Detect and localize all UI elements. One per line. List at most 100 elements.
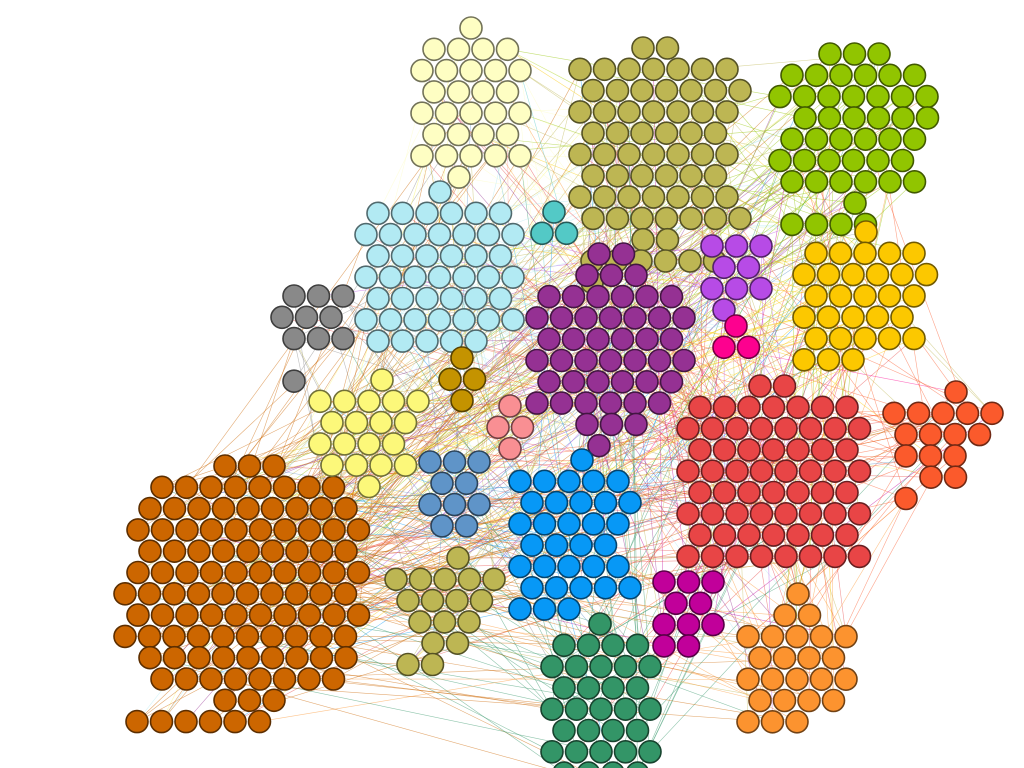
- network-node: [894, 444, 918, 468]
- network-node: [467, 450, 491, 474]
- network-node: [943, 465, 968, 490]
- network-node: [557, 554, 581, 579]
- network-node: [575, 263, 599, 288]
- network-node: [508, 597, 532, 621]
- network-node: [701, 612, 725, 637]
- network-node: [452, 222, 476, 247]
- network-node: [712, 395, 737, 420]
- network-node: [823, 501, 847, 526]
- network-node: [626, 761, 649, 768]
- network-node: [943, 422, 967, 447]
- network-node: [483, 101, 508, 125]
- network-edge: [210, 534, 823, 722]
- network-node: [378, 307, 403, 332]
- network-node: [568, 142, 592, 167]
- network-node: [601, 633, 625, 658]
- network-node: [617, 142, 641, 167]
- network-node: [366, 201, 390, 226]
- community-steelblue: [418, 450, 491, 538]
- network-node: [821, 646, 846, 670]
- network-node: [798, 416, 823, 441]
- network-node: [785, 709, 809, 734]
- network-node: [581, 469, 606, 494]
- network-node: [462, 367, 487, 392]
- network-node: [224, 518, 248, 542]
- network-node: [297, 560, 322, 585]
- network-node: [786, 395, 810, 420]
- network-node: [322, 603, 346, 627]
- network-node: [792, 347, 816, 372]
- network-edge: [699, 197, 703, 536]
- network-node: [725, 544, 749, 569]
- network-node: [476, 265, 501, 290]
- network-node: [915, 106, 940, 130]
- network-node: [260, 645, 285, 670]
- network-node: [601, 676, 625, 700]
- network-node: [294, 305, 319, 330]
- network-node: [396, 588, 420, 613]
- network-node: [211, 539, 236, 564]
- network-node: [780, 127, 804, 151]
- community-purple: [525, 242, 696, 458]
- network-node: [186, 624, 211, 649]
- network-node: [418, 492, 442, 517]
- network-node: [841, 84, 866, 109]
- network-node: [532, 512, 557, 536]
- network-node: [835, 395, 859, 420]
- network-node: [688, 523, 712, 547]
- network-node: [688, 480, 712, 505]
- network-node: [272, 475, 297, 500]
- network-node: [467, 492, 491, 517]
- network-node: [574, 348, 598, 373]
- network-node: [439, 329, 464, 353]
- network-node: [980, 401, 1004, 426]
- network-node: [525, 306, 549, 330]
- network-node: [598, 391, 623, 415]
- network-node: [370, 368, 394, 392]
- network-node: [471, 37, 495, 62]
- network-node: [427, 307, 452, 332]
- network-node: [631, 227, 655, 252]
- network-node: [785, 667, 809, 692]
- network-node: [321, 475, 346, 500]
- network-edge: [715, 218, 841, 297]
- network-node: [606, 512, 630, 536]
- network-node: [724, 314, 748, 338]
- community-olive-top: [568, 36, 752, 295]
- network-node: [780, 212, 804, 237]
- network-node: [561, 284, 586, 309]
- network-node: [433, 567, 457, 592]
- network-node: [786, 523, 810, 547]
- network-node: [309, 539, 334, 564]
- network-node: [427, 222, 452, 247]
- network-node: [213, 454, 237, 478]
- network-node: [415, 201, 439, 226]
- network-node: [841, 305, 865, 330]
- network-node: [728, 78, 752, 103]
- network-node: [792, 305, 816, 330]
- network-node: [430, 514, 454, 538]
- network-edge: [414, 90, 692, 278]
- network-node: [589, 739, 613, 764]
- network-node: [162, 581, 186, 606]
- network-node: [137, 581, 162, 606]
- network-node: [841, 148, 866, 173]
- network-node: [690, 142, 715, 167]
- network-node: [715, 100, 739, 124]
- network-node: [638, 739, 662, 764]
- community-lightblue: [354, 180, 525, 353]
- network-node: [728, 206, 752, 231]
- network-node: [581, 121, 605, 145]
- network-node: [638, 697, 662, 722]
- network-node: [508, 469, 532, 494]
- network-node: [672, 348, 696, 373]
- network-node: [829, 127, 853, 151]
- network-node: [452, 265, 476, 290]
- network-node: [162, 496, 187, 521]
- community-yellow-pale: [308, 368, 430, 499]
- network-node: [333, 581, 358, 606]
- network-node: [712, 438, 737, 462]
- network-node: [557, 597, 581, 621]
- network-node: [890, 148, 915, 173]
- network-node: [561, 327, 586, 352]
